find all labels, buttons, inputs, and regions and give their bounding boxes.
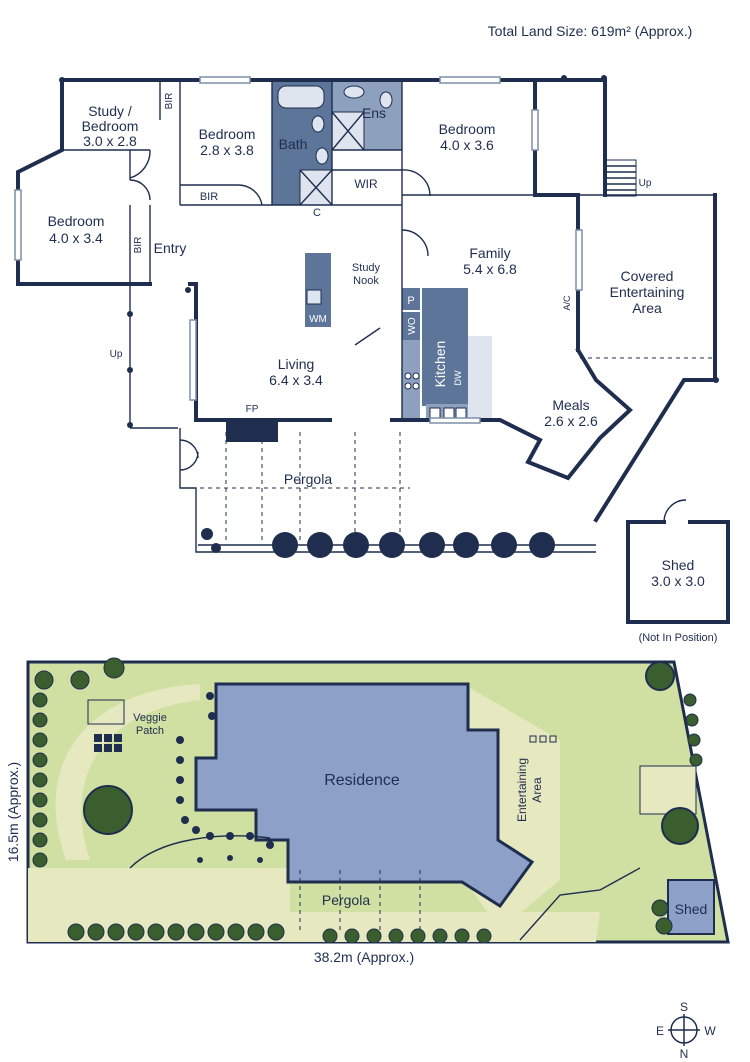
- entertaining-label-2: Area: [530, 777, 544, 803]
- stairs-up-label: Up: [639, 178, 652, 189]
- compass-n: N: [680, 1047, 689, 1061]
- veggie-label-1: Veggie: [133, 712, 167, 724]
- study-nook-label-1: Study: [352, 262, 381, 274]
- fp-label: FP: [246, 404, 259, 415]
- entry-up-label: Up: [110, 349, 123, 360]
- compass-w: W: [704, 1024, 716, 1038]
- study-bedroom-size: 3.0 x 2.8: [83, 133, 137, 149]
- bir3-label: BIR: [133, 237, 144, 254]
- bir1-label: BIR: [164, 93, 175, 110]
- site-shed-label: Shed: [675, 901, 708, 917]
- kitchen-island: [422, 288, 468, 406]
- kitchen-bench: [402, 340, 420, 420]
- veggie-label-2: Patch: [136, 725, 164, 737]
- family-size: 5.4 x 6.8: [463, 261, 517, 277]
- garden-shrubs: [176, 692, 274, 863]
- compass-e: E: [656, 1024, 664, 1038]
- driveway: [28, 868, 600, 942]
- bir2-label: BIR: [200, 191, 218, 203]
- floor-plan: [14, 75, 730, 624]
- not-in-position-label: (Not In Position): [639, 632, 718, 644]
- bedroom-front-label: Bedroom: [48, 213, 105, 229]
- entry-label: Entry: [154, 240, 187, 256]
- land-size-label: Total Land Size: 619m² (Approx.): [488, 23, 693, 39]
- compass-s: S: [680, 1000, 688, 1014]
- veggie-patch-grid: [94, 734, 122, 752]
- covered-ent-label-2: Entertaining: [610, 284, 685, 300]
- bedroom-master-size: 4.0 x 3.6: [440, 137, 494, 153]
- family-label: Family: [469, 245, 510, 261]
- wir-label: WIR: [354, 177, 378, 191]
- fireplace: [226, 418, 278, 442]
- shed-size: 3.0 x 3.0: [651, 573, 705, 589]
- bath-label: Bath: [279, 136, 308, 152]
- site-plan: [26, 657, 730, 944]
- stairs: [603, 159, 637, 197]
- bathtub: [277, 85, 325, 109]
- study-bedroom-label-2: Bedroom: [82, 118, 139, 134]
- site-hedges: [32, 657, 703, 944]
- site-plan-labels: Veggie Patch Residence Entertaining Area…: [5, 712, 707, 965]
- meals-size: 2.6 x 2.6: [544, 413, 598, 429]
- toilet: [311, 115, 325, 133]
- bedroom-front-size: 4.0 x 3.4: [49, 230, 103, 246]
- floor-plan-labels: Total Land Size: 619m² (Approx.) Study /…: [48, 23, 718, 644]
- dw-label: DW: [453, 370, 463, 385]
- shed-label: Shed: [662, 557, 695, 573]
- study-bedroom-label-1: Study /: [88, 103, 132, 119]
- pantry: [402, 288, 420, 310]
- study-nook-label-2: Nook: [353, 275, 379, 287]
- covered-ent-label-1: Covered: [621, 268, 674, 284]
- width-dimension: 38.2m (Approx.): [314, 949, 414, 965]
- bedroom2-size: 2.8 x 3.8: [200, 142, 254, 158]
- residence-label: Residence: [324, 772, 400, 789]
- meals-label: Meals: [552, 397, 589, 413]
- hedge-row: [201, 528, 555, 558]
- c-label: C: [313, 207, 321, 219]
- site-shed: [667, 879, 715, 935]
- site-pergola-label: Pergola: [322, 892, 370, 908]
- ens-label: Ens: [362, 105, 386, 121]
- living-size: 6.4 x 3.4: [269, 372, 323, 388]
- living-label: Living: [278, 356, 315, 372]
- kitchen-label: Kitchen: [432, 341, 448, 388]
- wm-label: WM: [309, 314, 327, 325]
- depth-dimension: 16.5m (Approx.): [5, 762, 21, 862]
- covered-ent-label-3: Area: [632, 300, 662, 316]
- residence-footprint: [194, 682, 535, 909]
- pergola-label: Pergola: [284, 471, 332, 487]
- ac-label: A/C: [562, 295, 572, 311]
- bedroom2-label: Bedroom: [199, 126, 256, 142]
- compass: N S E W: [656, 1000, 716, 1061]
- entertaining-label-1: Entertaining: [515, 758, 529, 822]
- bedroom-master-label: Bedroom: [439, 121, 496, 137]
- wo-label: WO: [407, 317, 418, 334]
- p-label: P: [407, 295, 414, 307]
- large-tree: [83, 785, 133, 835]
